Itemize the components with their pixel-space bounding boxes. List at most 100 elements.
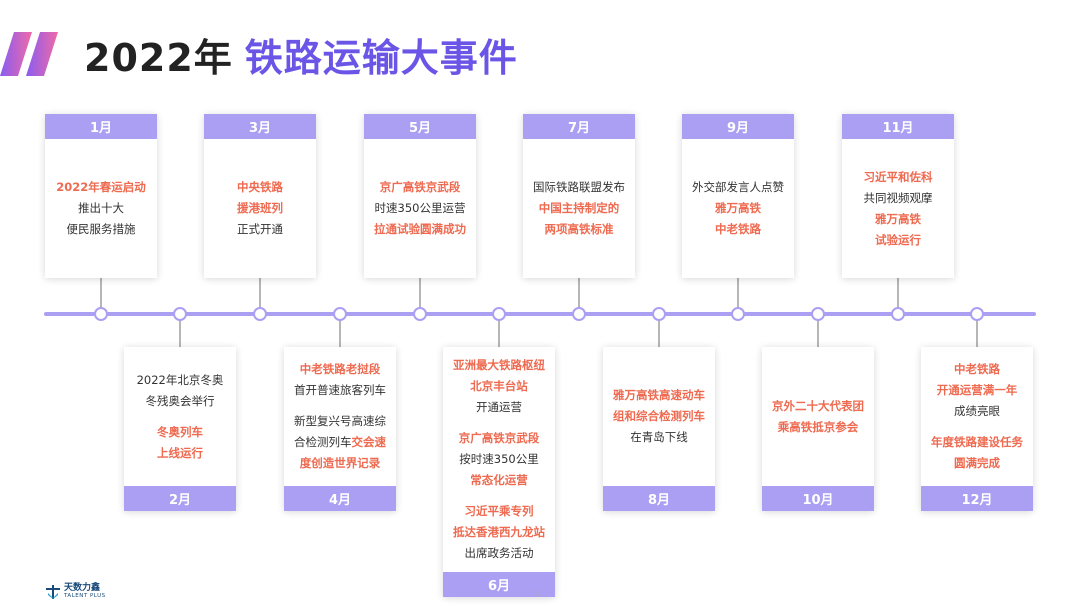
event-text-line: 援港班列 [237,201,283,215]
event-text-line: 北京丰台站 [470,379,528,393]
month-label: 1月 [45,114,157,139]
event-description: 2022年北京冬奥冬残奥会举行冬奥列车上线运行 [124,347,236,486]
event-card: 12月中老铁路开通运营满一年成绩亮眼年度铁路建设任务圆满完成 [921,347,1033,511]
timeline-dot [94,307,108,321]
event-text-line: 外交部发言人点赞 [692,180,784,194]
connector-line [658,314,660,347]
event-text-line: 京广高铁京武段 [379,180,461,194]
month-label: 12月 [921,486,1033,511]
event-card: 3月中央铁路援港班列正式开通 [204,114,316,278]
event-description: 雅万高铁高速动车组和综合检测列车在青岛下线 [603,347,715,486]
event-text-line: 国际铁路联盟发布 [533,180,625,194]
event-text-line: 雅万高铁 [875,211,921,226]
event-text-line: 冬残奥会举行 [145,393,215,408]
event-description: 中老铁路老挝段首开普速旅客列车新型复兴号高速综合检测列车交会速度创造世界记录 [284,347,396,486]
event-description: 京外二十大代表团乘高铁抵京参会 [762,347,874,486]
event-description: 习近平和佐科共同视频观摩雅万高铁试验运行 [842,139,954,278]
month-label: 5月 [364,114,476,139]
event-text-line: 开通运营 [476,400,522,414]
timeline-dot [253,307,267,321]
event-description: 外交部发言人点赞雅万高铁中老铁路 [682,139,794,278]
timeline-dot [811,307,825,321]
month-label: 4月 [284,486,396,511]
event-text-line: 中央铁路 [237,180,283,194]
title-decoration-slashes [0,32,58,76]
event-text-line: 试验运行 [875,232,921,247]
event-description: 京广高铁京武段时速350公里运营拉通试验圆满成功 [364,139,476,278]
event-text-line: 常态化运营 [470,473,528,487]
event-text-line: 首开普速旅客列车 [294,383,386,397]
event-text-line: 出席政务活动 [464,546,534,560]
month-label: 9月 [682,114,794,139]
connector-line [737,278,739,314]
event-text-line: 中国主持制定的 [538,201,620,215]
event-text-line: 共同视频观摩 [863,190,933,205]
timeline-dot [572,307,586,321]
logo-icon [46,584,60,599]
event-text-line: 按时速350公里 [459,452,539,466]
connector-line [179,314,181,347]
event-card: 10月京外二十大代表团乘高铁抵京参会 [762,347,874,511]
event-text-line: 雅万高铁高速动车 [613,388,705,402]
event-text-line: 中老铁路 [715,222,761,236]
event-text-line: 开通运营满一年 [936,383,1018,397]
event-card: 5月京广高铁京武段时速350公里运营拉通试验圆满成功 [364,114,476,278]
event-text-line: 拉通试验圆满成功 [374,222,466,236]
event-text-line: 习近平乘专列 [464,504,534,518]
event-text-line: 亚洲最大铁路枢纽 [453,358,545,372]
event-description: 中央铁路援港班列正式开通 [204,139,316,278]
event-card: 7月国际铁路联盟发布中国主持制定的两项高铁标准 [523,114,635,278]
event-text-line: 习近平和佐科 [863,169,933,184]
timeline-dot [333,307,347,321]
logo-name-cn: 天数力鑫 [64,583,101,593]
event-text-line: 组和综合检测列车 [613,409,705,423]
timeline-dot [652,307,666,321]
month-label: 8月 [603,486,715,511]
title-year: 2022年 [84,35,233,80]
event-text-line: 京广高铁京武段 [458,431,540,445]
page-title: 2022年 铁路运输大事件 [84,28,518,80]
event-text-line: 成绩亮眼 [954,404,1000,418]
timeline-dot [891,307,905,321]
month-label: 3月 [204,114,316,139]
timeline-dot [492,307,506,321]
event-card: 9月外交部发言人点赞雅万高铁中老铁路 [682,114,794,278]
event-text-line: 正式开通 [237,222,283,236]
event-description: 2022年春运启动推出十大便民服务措施 [45,139,157,278]
event-text-line: 新型复兴号高速综 [294,414,386,428]
month-label: 11月 [842,114,954,139]
event-text-line: 抵达香港西九龙站 [453,525,545,539]
event-text-line: 上线运行 [157,445,203,460]
connector-line [100,278,102,314]
timeline-axis [44,312,1036,316]
connector-line [339,314,341,347]
month-label: 10月 [762,486,874,511]
event-text-line: 中老铁路 [954,362,1000,376]
event-text-line: 时速350公里运营 [374,201,466,215]
connector-line [259,278,261,314]
event-text-line: 2022年春运启动 [56,180,146,194]
logo-name-en: TALENT PLUS [64,593,106,599]
timeline-dot [413,307,427,321]
event-text-line: 推出十大 [78,201,124,215]
title-text: 铁路运输大事件 [244,35,518,80]
event-text-line: 合检测列车交会速 [294,432,386,453]
event-text-line: 年度铁路建设任务 [931,435,1023,449]
event-text-line: 度创造世界记录 [299,456,381,470]
event-text-line: 2022年北京冬奥 [136,372,224,387]
connector-line [976,314,978,347]
event-text-segment: 合检测列车 [294,435,352,449]
event-card: 4月中老铁路老挝段首开普速旅客列车新型复兴号高速综合检测列车交会速度创造世界记录 [284,347,396,511]
event-text-line: 两项高铁标准 [544,222,614,236]
event-text-line: 乘高铁抵京参会 [777,419,859,434]
connector-line [578,278,580,314]
month-label: 2月 [124,486,236,511]
timeline-dot [970,307,984,321]
connector-line [419,278,421,314]
event-text-line: 雅万高铁 [715,201,761,215]
connector-line [897,278,899,314]
event-card: 8月雅万高铁高速动车组和综合检测列车在青岛下线 [603,347,715,511]
event-text-line: 冬奥列车 [157,424,203,439]
month-label: 6月 [443,572,555,597]
